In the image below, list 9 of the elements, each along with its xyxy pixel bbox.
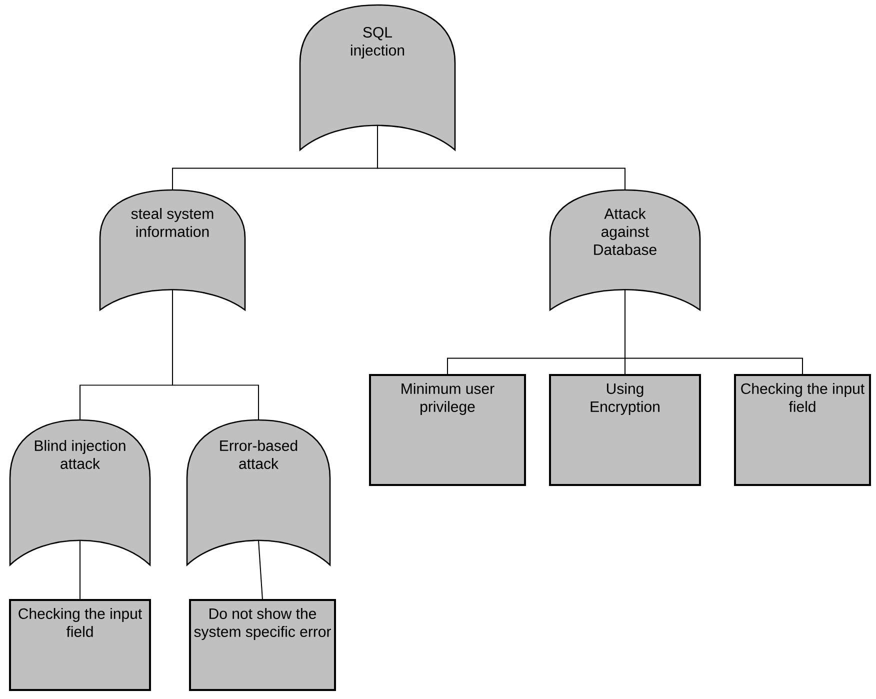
event-box: Minimum user privilege [369, 374, 526, 486]
connector-line [377, 125, 626, 190]
connector-line [172, 289, 259, 420]
event-box: Using Encryption [549, 374, 701, 486]
event-box: Checking the input field [9, 598, 151, 691]
connector-line [258, 540, 263, 600]
event-box: Checking the input field [734, 374, 871, 486]
event-box: Do not show the system specific error [189, 598, 336, 691]
connector-line [624, 289, 803, 376]
